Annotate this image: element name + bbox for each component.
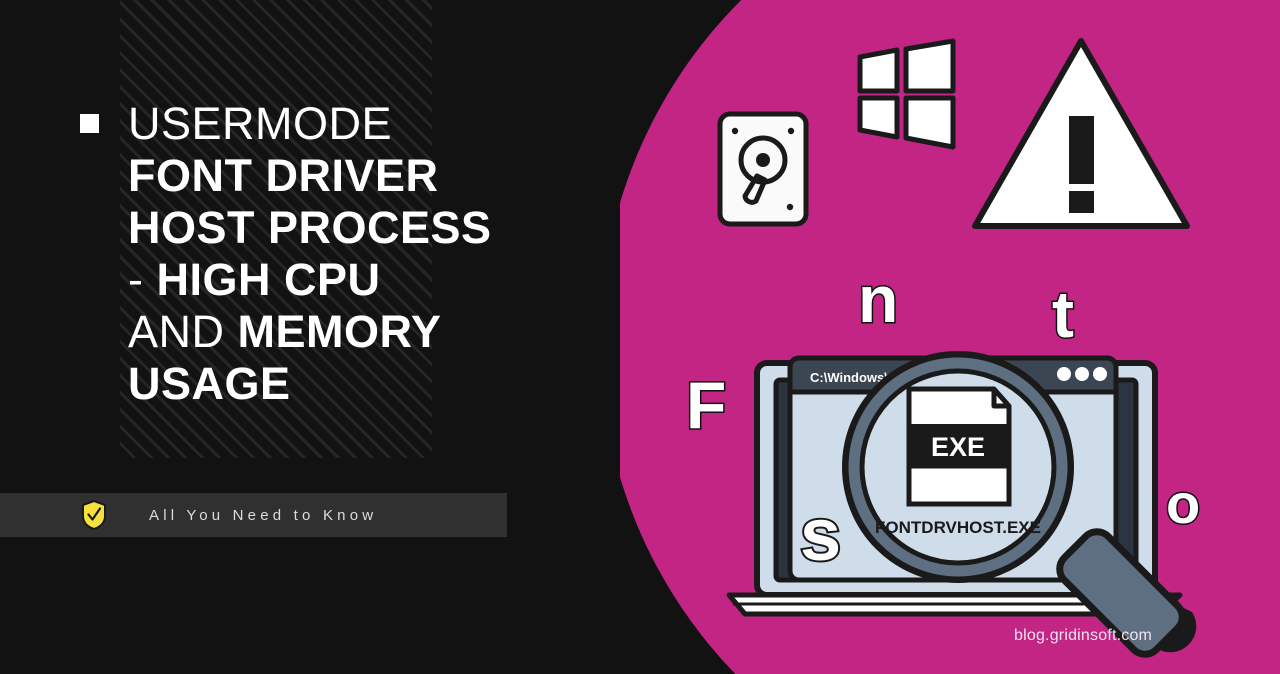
page-title-line: USAGE: [128, 358, 558, 410]
page-title-segment: AND: [128, 306, 238, 357]
page-title-line: FONT DRIVER: [128, 150, 558, 202]
page-title-segment: MEMORY: [237, 306, 442, 357]
window-control-dot: [1093, 367, 1107, 381]
page-title-line: HOST PROCESS: [128, 202, 558, 254]
page-title-line: - HIGH CPU: [128, 254, 558, 306]
warning-triangle-icon: [972, 38, 1190, 229]
diagonal-stripe-texture: [120, 0, 432, 458]
floating-letter-F: F: [684, 368, 727, 442]
page-title-segment: HOST PROCESS: [128, 202, 492, 253]
floating-letter-n: n: [856, 262, 899, 336]
exe-file-name: FONTDRVHOST.EXE: [875, 518, 1041, 537]
hard-disk-icon: [717, 111, 809, 227]
subtitle-text: All You Need to Know: [149, 506, 378, 524]
subtitle-banner: All You Need to Know: [0, 493, 507, 537]
exe-label: EXE: [931, 432, 985, 462]
floating-letter-s: s: [800, 493, 841, 576]
floating-letter-t: t: [1051, 277, 1076, 351]
left-dark-panel: [0, 0, 620, 674]
window-control-dot: [1057, 367, 1071, 381]
page-title-line: USERMODE: [128, 98, 558, 150]
window-path-label: C:\Windows\S: [810, 370, 897, 385]
page-title-line: AND MEMORY: [128, 306, 558, 358]
windows-logo-icon: [857, 38, 956, 150]
site-url-label: blog.gridinsoft.com: [1014, 627, 1153, 644]
page-title-segment: HIGH CPU: [156, 254, 381, 305]
shield-check-icon: [82, 500, 106, 530]
page-title-segment: USAGE: [128, 358, 291, 409]
magnifier-handle: [1032, 516, 1197, 658]
floating-letter-o: o: [1164, 472, 1201, 535]
exe-file-icon: EXE FONTDRVHOST.EXE: [875, 386, 1041, 537]
window-control-dot: [1075, 367, 1089, 381]
square-bullet-icon: [80, 114, 99, 133]
page-title-segment: USERMODE: [128, 98, 393, 149]
page-title-segment: FONT DRIVER: [128, 150, 439, 201]
page-title-segment: -: [128, 254, 157, 305]
